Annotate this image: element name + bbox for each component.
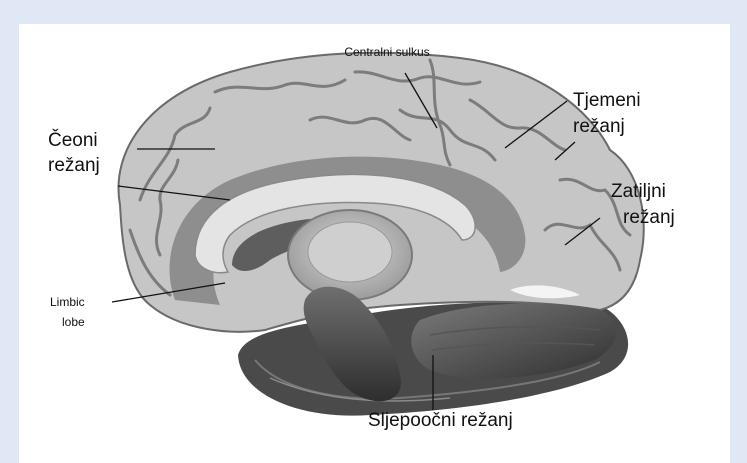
label-occipital-line1: Zatiljni <box>611 181 666 203</box>
label-temporal: Sljepoočni režanj <box>368 410 513 432</box>
label-limbic-line2: lobe <box>62 316 85 330</box>
label-frontal-line1: Čeoni <box>48 130 98 152</box>
label-parietal-line1: Tjemeni <box>573 90 641 112</box>
label-frontal-line2: režanj <box>48 155 100 177</box>
label-limbic-line1: Limbic <box>50 296 85 310</box>
label-occipital-line2: režanj <box>623 207 675 229</box>
label-central-sulcus: Centralni sulkus <box>312 46 462 60</box>
label-parietal-line2: režanj <box>573 116 625 138</box>
